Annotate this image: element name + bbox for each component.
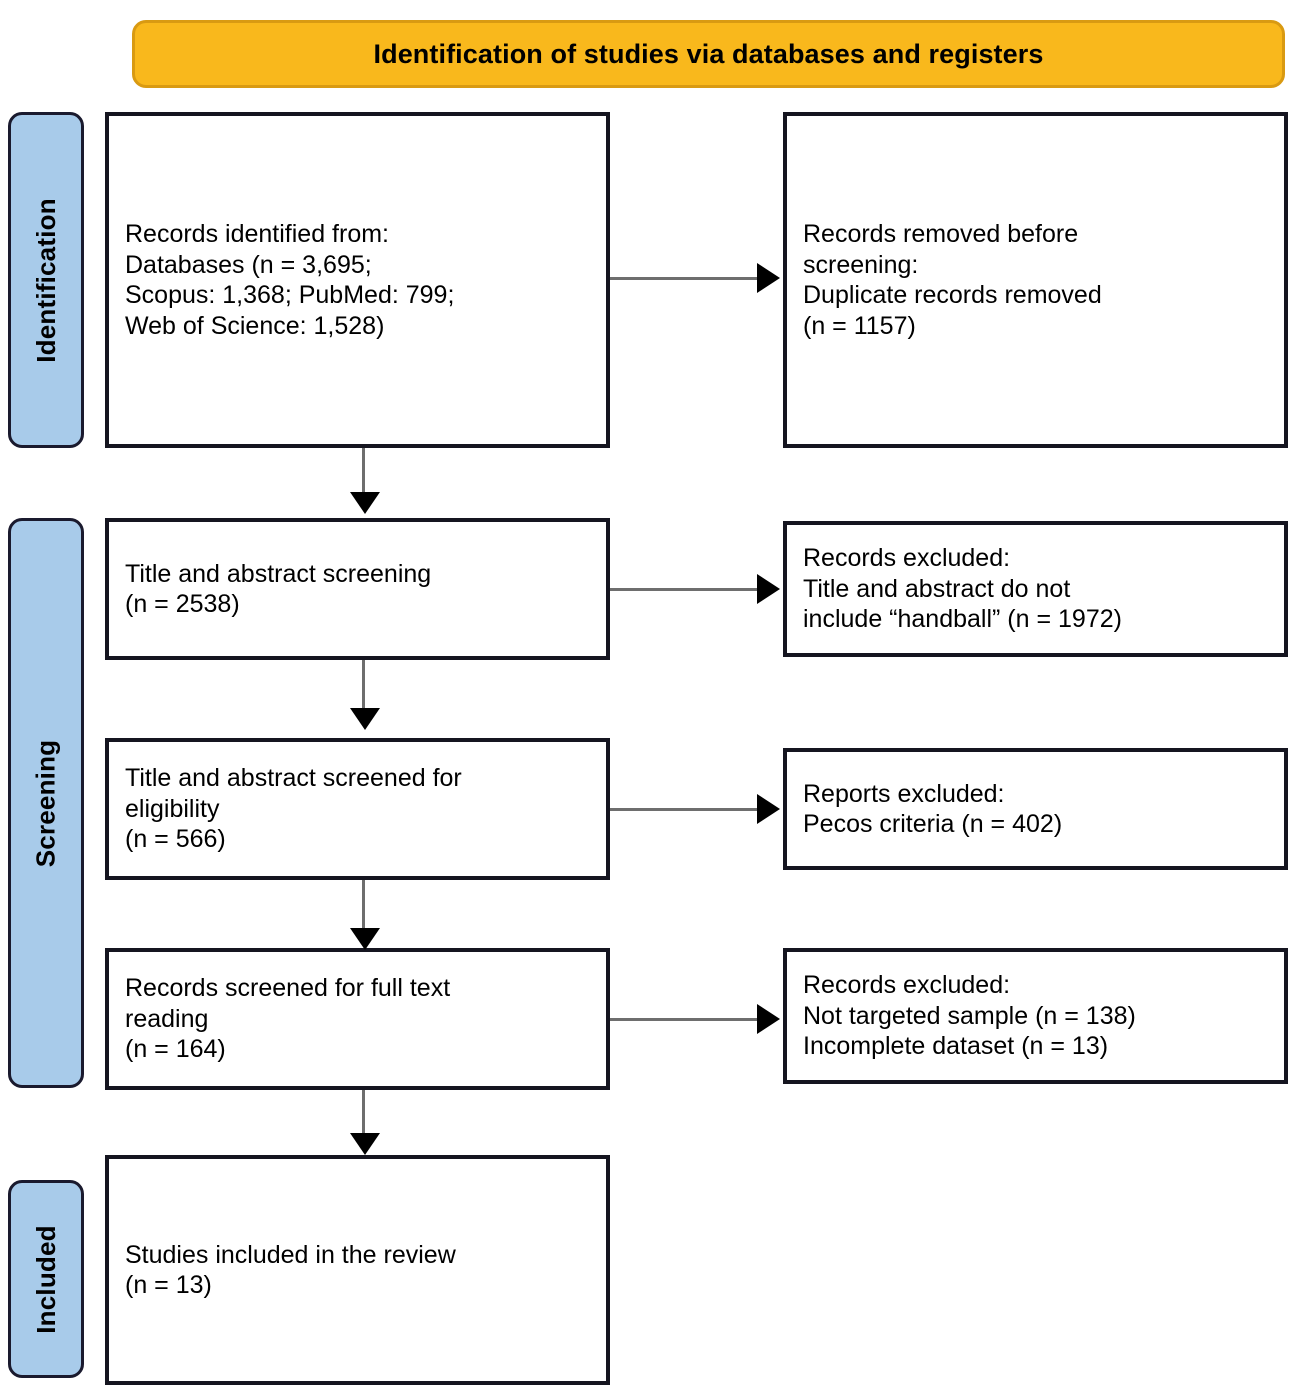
arrow-right-icon xyxy=(757,794,780,824)
connector-fulltext-to-excluded-full-line xyxy=(610,1018,760,1021)
arrow-down-icon xyxy=(350,492,380,514)
arrow-down-icon xyxy=(350,708,380,730)
flow-box-reports-excluded-pecos-text: Reports excluded: Pecos criteria (n = 40… xyxy=(803,779,1063,839)
connector-identified-to-screening-line xyxy=(362,448,365,496)
flow-box-records-removed: Records removed before screening: Duplic… xyxy=(783,112,1288,448)
connector-eligibility-to-excluded-pecos-line xyxy=(610,808,760,811)
arrow-right-icon xyxy=(757,574,780,604)
connector-identified-to-removed-line xyxy=(610,277,760,280)
stage-tab-included-label: Included xyxy=(30,1224,61,1334)
flow-box-records-excluded-full-text: Records excluded: Not targeted sample (n… xyxy=(783,948,1288,1084)
flow-box-studies-included: Studies included in the review (n = 13) xyxy=(105,1155,610,1385)
flow-box-title-abstract-screening-text: Title and abstract screening (n = 2538) xyxy=(125,559,432,619)
connector-screening-to-excluded-ta-line xyxy=(610,588,760,591)
stage-tab-screening: Screening xyxy=(8,518,84,1088)
arrow-down-icon xyxy=(350,928,380,950)
flow-box-records-identified-text: Records identified from: Databases (n = … xyxy=(125,220,455,340)
flow-box-records-excluded-title-abstract-text: Records excluded: Title and abstract do … xyxy=(803,544,1122,634)
flow-box-eligibility-screening: Title and abstract screened for eligibil… xyxy=(105,738,610,880)
flow-box-title-abstract-screening: Title and abstract screening (n = 2538) xyxy=(105,518,610,660)
flow-box-records-excluded-full-text-text: Records excluded: Not targeted sample (n… xyxy=(803,971,1136,1061)
stage-tab-included: Included xyxy=(8,1180,84,1378)
flow-box-records-identified: Records identified from: Databases (n = … xyxy=(105,112,610,448)
connector-fulltext-to-included-line xyxy=(362,1090,365,1135)
flow-box-full-text-screening-text: Records screened for full text reading (… xyxy=(125,974,451,1064)
arrow-right-icon xyxy=(757,263,780,293)
flow-box-records-excluded-title-abstract: Records excluded: Title and abstract do … xyxy=(783,521,1288,657)
diagram-title-banner: Identification of studies via databases … xyxy=(132,20,1285,88)
connector-eligibility-to-fulltext-line xyxy=(362,880,365,930)
page-title: Identification of studies via databases … xyxy=(373,38,1044,69)
flow-box-eligibility-screening-text: Title and abstract screened for eligibil… xyxy=(125,764,462,854)
flow-box-records-removed-text: Records removed before screening: Duplic… xyxy=(803,220,1102,340)
arrow-down-icon xyxy=(350,1133,380,1155)
flow-box-full-text-screening: Records screened for full text reading (… xyxy=(105,948,610,1090)
stage-tab-identification: Identification xyxy=(8,112,84,448)
flow-box-studies-included-text: Studies included in the review (n = 13) xyxy=(125,1240,456,1300)
stage-tab-screening-label: Screening xyxy=(30,739,61,867)
stage-tab-identification-label: Identification xyxy=(30,197,61,363)
flow-box-reports-excluded-pecos: Reports excluded: Pecos criteria (n = 40… xyxy=(783,748,1288,870)
arrow-right-icon xyxy=(757,1004,780,1034)
connector-screening-to-eligibility-line xyxy=(362,660,365,710)
